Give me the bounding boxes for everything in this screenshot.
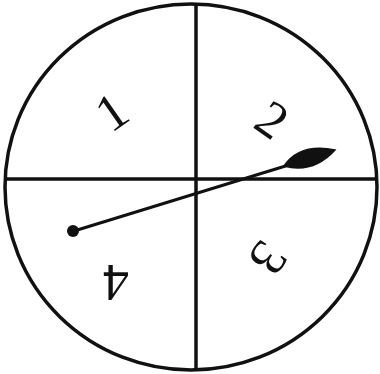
pointer-shaft bbox=[74, 164, 292, 231]
pointer-pivot bbox=[67, 225, 79, 237]
divider-line bbox=[194, 5, 198, 369]
pointer-head bbox=[284, 148, 335, 168]
spinner-rim bbox=[5, 4, 377, 370]
divider-line bbox=[6, 177, 376, 181]
sector-number: 4 bbox=[103, 256, 129, 308]
